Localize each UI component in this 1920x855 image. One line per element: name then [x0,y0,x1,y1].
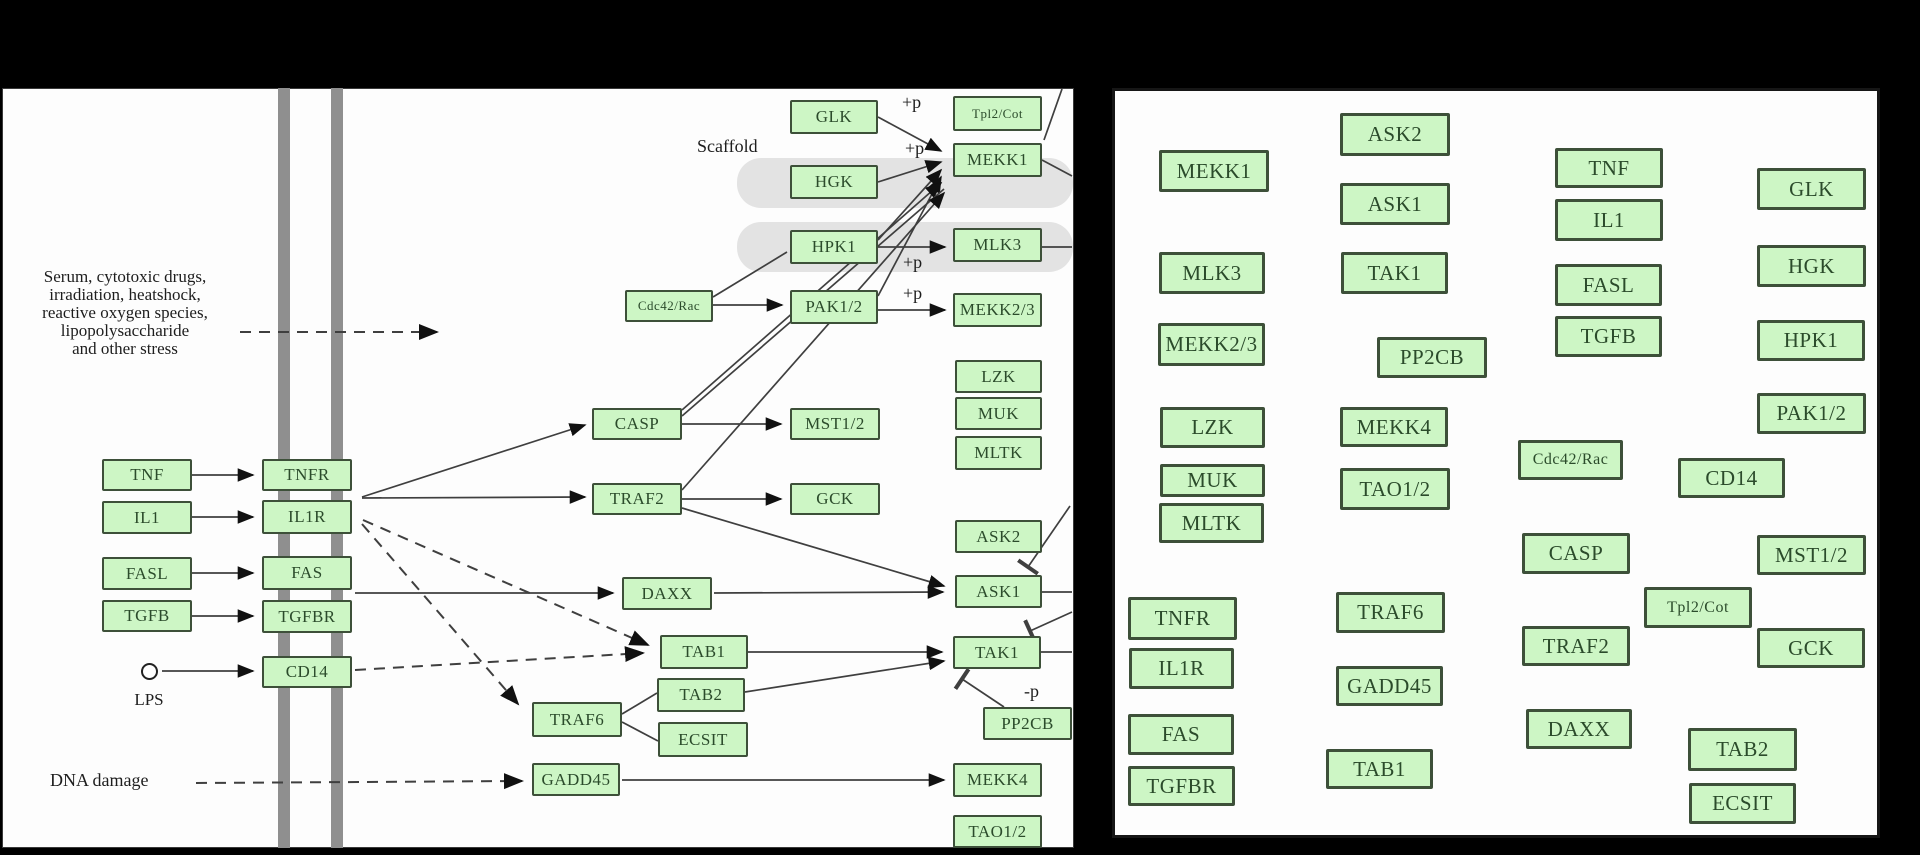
p-node-GADD45[interactable]: GADD45 [532,763,620,796]
l-node-CASP[interactable]: CASP [1522,533,1630,574]
p-node-IL1R[interactable]: IL1R [262,500,352,534]
l-node-TRAF6[interactable]: TRAF6 [1336,592,1445,633]
plus-p-label: +p [905,138,925,158]
l-node-TGFB[interactable]: TGFB [1555,316,1662,357]
l-node-MST1/2[interactable]: MST1/2 [1757,535,1866,575]
p-node-IL1[interactable]: IL1 [102,501,192,534]
l-node-TGFBR[interactable]: TGFBR [1128,766,1235,806]
l-node-PAK1/2[interactable]: PAK1/2 [1757,393,1866,434]
p-node-CD14[interactable]: CD14 [262,656,352,688]
p-node-TGFB[interactable]: TGFB [102,600,192,632]
l-node-IL1[interactable]: IL1 [1555,199,1663,241]
stress-line: lipopolysaccharide [60,321,190,340]
p-node-TAK1[interactable]: TAK1 [953,636,1041,669]
l-node-DAXX[interactable]: DAXX [1526,709,1632,749]
l-node-ECSIT[interactable]: ECSIT [1689,783,1796,824]
p-node-ASK1[interactable]: ASK1 [955,575,1042,608]
minus-p-label: -p [1024,681,1039,701]
l-node-MEKK1[interactable]: MEKK1 [1159,150,1269,192]
p-node-TAO1/2[interactable]: TAO1/2 [953,815,1042,848]
l-node-MUK[interactable]: MUK [1160,464,1265,497]
p-node-ECSIT[interactable]: ECSIT [658,722,748,757]
plus-p-label: +p [902,92,922,112]
l-node-FASL[interactable]: FASL [1555,264,1662,306]
l-node-FAS[interactable]: FAS [1128,714,1234,755]
l-node-TAO1/2[interactable]: TAO1/2 [1340,468,1450,510]
p-node-Tpl2/Cot[interactable]: Tpl2/Cot [953,96,1042,131]
p-node-LZK[interactable]: LZK [955,360,1042,393]
dna-damage-label: DNA damage [50,770,149,790]
stress-line: and other stress [72,339,178,358]
l-node-GADD45[interactable]: GADD45 [1336,666,1443,706]
p-node-TRAF6[interactable]: TRAF6 [532,702,622,737]
l-node-PP2CB[interactable]: PP2CB [1377,337,1487,378]
p-node-MLK3[interactable]: MLK3 [953,228,1042,262]
l-node-ASK2[interactable]: ASK2 [1340,113,1450,156]
p-node-HGK[interactable]: HGK [790,165,878,199]
l-node-TNF[interactable]: TNF [1555,148,1663,188]
p-node-HPK1[interactable]: HPK1 [790,230,878,264]
stress-line: Serum, cytotoxic drugs, [43,267,207,286]
p-node-MST1/2[interactable]: MST1/2 [790,408,880,440]
p-node-TGFBR[interactable]: TGFBR [262,600,352,633]
p-node-Cdc42/Rac[interactable]: Cdc42/Rac [625,290,713,322]
l-node-TNFR[interactable]: TNFR [1128,597,1237,640]
plus-p-label: +p [903,283,923,303]
p-node-ASK2[interactable]: ASK2 [955,520,1042,553]
p-node-TNF[interactable]: TNF [102,459,192,491]
lps-circle [141,663,158,680]
l-node-GLK[interactable]: GLK [1757,168,1866,210]
stress-line: irradiation, heatshock, [49,285,201,304]
p-node-PAK1/2[interactable]: PAK1/2 [790,290,878,324]
p-node-GCK[interactable]: GCK [790,483,880,515]
l-node-Tpl2/Cot[interactable]: Tpl2/Cot [1644,587,1752,628]
l-node-GCK[interactable]: GCK [1757,628,1865,668]
l-node-ASK1[interactable]: ASK1 [1340,183,1450,225]
l-node-MEKK4[interactable]: MEKK4 [1340,407,1448,447]
p-node-TAB2[interactable]: TAB2 [657,678,745,712]
l-node-TAB1[interactable]: TAB1 [1326,749,1433,789]
l-node-CD14[interactable]: CD14 [1678,458,1785,498]
l-node-HPK1[interactable]: HPK1 [1757,320,1865,361]
l-node-HGK[interactable]: HGK [1757,245,1866,287]
l-node-TAK1[interactable]: TAK1 [1341,252,1448,294]
l-node-IL1R[interactable]: IL1R [1129,648,1234,689]
p-node-FASL[interactable]: FASL [102,557,192,590]
stress-annotation: Serum, cytotoxic drugs, irradiation, hea… [14,268,236,358]
p-node-FAS[interactable]: FAS [262,556,352,590]
l-node-MLK3[interactable]: MLK3 [1159,252,1265,294]
l-node-TRAF2[interactable]: TRAF2 [1522,626,1630,666]
scaffold-label: Scaffold [697,136,758,156]
p-node-MEKK2/3[interactable]: MEKK2/3 [953,293,1042,327]
p-node-MEKK1[interactable]: MEKK1 [953,143,1042,177]
l-node-LZK[interactable]: LZK [1160,407,1265,448]
p-node-CASP[interactable]: CASP [592,408,682,440]
p-node-GLK[interactable]: GLK [790,100,878,134]
p-node-TRAF2[interactable]: TRAF2 [592,483,682,515]
p-node-TAB1[interactable]: TAB1 [660,635,748,669]
p-node-MLTK[interactable]: MLTK [955,436,1042,470]
lps-label: LPS [134,690,164,709]
p-node-DAXX[interactable]: DAXX [622,577,712,610]
p-node-PP2CB[interactable]: PP2CB [983,707,1072,740]
l-node-MLTK[interactable]: MLTK [1159,503,1264,543]
p-node-MEKK4[interactable]: MEKK4 [953,763,1042,797]
plus-p-label: +p [903,252,923,272]
l-node-MEKK2/3[interactable]: MEKK2/3 [1158,323,1265,366]
l-node-TAB2[interactable]: TAB2 [1688,728,1797,771]
l-node-Cdc42/Rac[interactable]: Cdc42/Rac [1518,440,1623,480]
p-node-TNFR[interactable]: TNFR [262,459,352,491]
p-node-MUK[interactable]: MUK [955,397,1042,430]
stress-line: reactive oxygen species, [42,303,208,322]
